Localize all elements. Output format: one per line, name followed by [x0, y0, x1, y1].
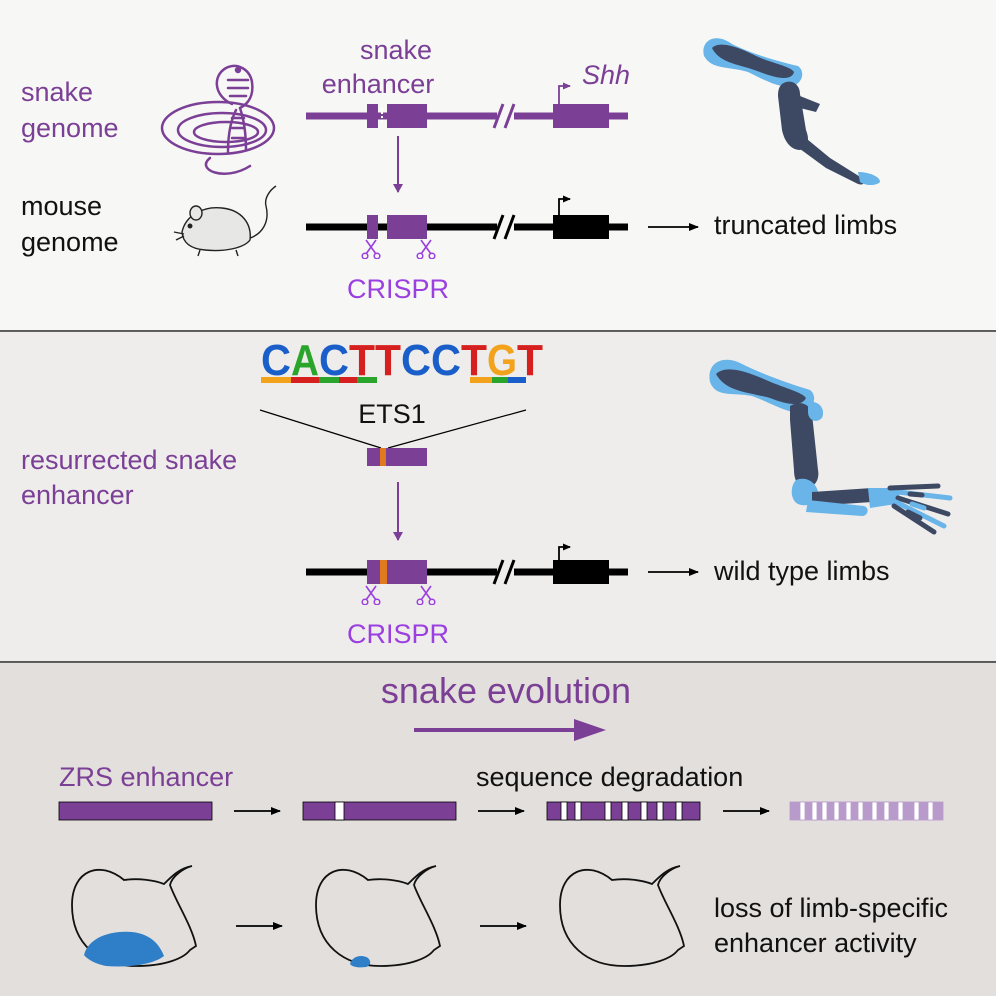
snake-enhancer-label: enhancer — [322, 69, 435, 99]
motif-letter: T — [349, 336, 375, 385]
mouse-locus — [306, 195, 628, 240]
enhancer-stage-3 — [546, 801, 701, 821]
motif-minor-letter — [470, 377, 492, 383]
sequence-gap — [833, 801, 840, 821]
sequence-gap — [927, 801, 934, 821]
snake-genome-label: snake — [21, 77, 93, 107]
enhancer-block — [367, 215, 378, 239]
sequence-gap — [799, 801, 806, 821]
resurrected-enhancer-label: enhancer — [21, 480, 134, 510]
snake-evolution-title: snake evolution — [381, 670, 631, 711]
enhancer-block — [367, 104, 378, 128]
snake-locus — [306, 82, 628, 129]
sequence-gap — [656, 801, 664, 821]
ets1-site — [380, 560, 387, 584]
motif-minor-letter — [261, 377, 291, 383]
limb-bud-icon — [315, 865, 442, 968]
wild-type-limbs-label: wild type limbs — [713, 556, 890, 586]
resurrected-enhancer-block — [367, 448, 427, 466]
wild-type-limb-icon — [709, 359, 953, 535]
motif-minor-letter — [319, 377, 339, 383]
shh-gene-block — [553, 560, 609, 584]
truncated-limbs-label: truncated limbs — [714, 210, 897, 240]
enhancer-stage-2 — [302, 801, 457, 821]
mouse-genome-label: genome — [21, 227, 119, 257]
shh-gene-block — [553, 104, 609, 128]
mouse-locus-resurrected — [306, 543, 628, 585]
motif-letter: A — [291, 336, 319, 385]
shh-gene-block — [553, 215, 609, 239]
motif-minor-letter — [291, 377, 319, 383]
loss-of-activity-label: enhancer activity — [714, 928, 917, 958]
sequence-gap — [897, 801, 904, 821]
motif-letter: C — [261, 336, 291, 385]
panel-1-background — [0, 0, 996, 331]
enhancer-block — [387, 104, 427, 128]
sequence-gap — [845, 801, 852, 821]
sequence-gap — [604, 801, 612, 821]
evolution-arrowhead — [574, 719, 606, 741]
motif-letter: T — [461, 336, 487, 385]
truncated-limb-icon — [703, 38, 880, 185]
ets1-site — [380, 448, 386, 466]
mouse-genome-label: mouse — [21, 191, 102, 221]
shh-gene-label: Shh — [582, 60, 630, 90]
motif-minor-letter — [508, 377, 526, 383]
motif-minor-letter — [492, 377, 508, 383]
sequence-gap — [675, 801, 683, 821]
sequence-gap — [857, 801, 864, 821]
limb-bud-icon — [559, 865, 686, 967]
snake-enhancer-label: snake — [360, 35, 432, 65]
mouse-icon — [173, 185, 277, 257]
motif-letter: C — [319, 336, 349, 385]
sequence-gap — [621, 801, 629, 821]
motif-minor-letter — [339, 377, 357, 383]
motif-minor-letter — [357, 377, 377, 383]
limb-bud-icon — [71, 865, 198, 967]
motif-letter: G — [487, 336, 517, 385]
enhancer-block — [367, 560, 427, 584]
ets1-label: ETS1 — [358, 399, 426, 429]
zrs-enhancer-label: ZRS enhancer — [59, 762, 233, 792]
motif-letter: C — [401, 336, 431, 385]
enhancer-block — [387, 215, 427, 239]
motif-letter: T — [517, 336, 543, 385]
crispr-label: CRISPR — [347, 274, 449, 304]
enhancer-stage-4 — [789, 801, 944, 821]
sequence-gap — [574, 801, 582, 821]
sequence-gap — [821, 801, 828, 821]
zoom-line — [387, 409, 527, 449]
sequence-gap — [811, 801, 818, 821]
sequence-gap — [640, 801, 648, 821]
sequence-gap — [883, 801, 890, 821]
motif-letter: C — [431, 336, 461, 385]
sequence-gap — [871, 801, 878, 821]
resurrected-enhancer-label: resurrected snake — [21, 445, 237, 475]
sequence-degradation-label: sequence degradation — [476, 762, 743, 792]
sequence-gap — [913, 801, 920, 821]
enhancer-stage-1 — [58, 801, 213, 821]
panel-3-background — [0, 663, 996, 996]
crispr-label: CRISPR — [347, 619, 449, 649]
zoom-line — [259, 409, 382, 449]
loss-of-activity-label: loss of limb-specific — [714, 893, 948, 923]
snake-genome-label: genome — [21, 113, 119, 143]
snake-icon — [160, 64, 276, 175]
motif-letter: T — [375, 336, 401, 385]
sequence-gap — [560, 801, 568, 821]
